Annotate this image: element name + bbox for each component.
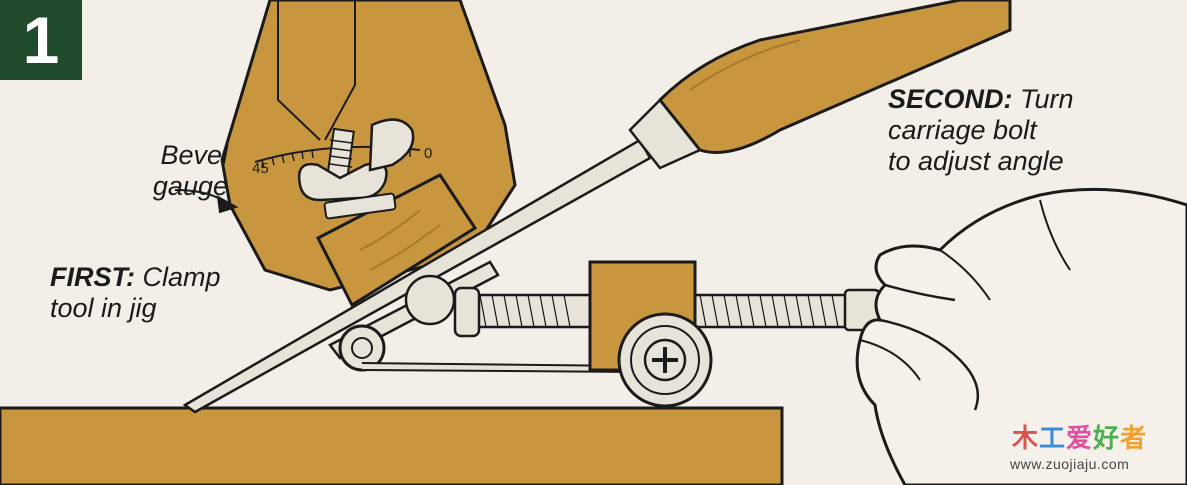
clamp-block [315, 173, 478, 308]
phillips-screw-icon [617, 312, 713, 408]
hand-icon [855, 187, 1187, 485]
chisel-handle [628, 0, 1012, 170]
second-step-line1: Turn [1020, 84, 1074, 114]
bevel-gauge-label-line1: Bevel [160, 140, 228, 170]
carriage-bolt [325, 127, 355, 188]
chisel-blade [182, 138, 652, 414]
wing-nut-icon [297, 118, 415, 220]
jig-plate [328, 260, 641, 374]
watermark-url: www.zuojiaju.com [1010, 456, 1130, 472]
gauge-scale-0: 0 [424, 145, 433, 162]
watermark-char: 木 [1012, 424, 1040, 454]
leader-lines [174, 189, 239, 214]
workbench [0, 406, 784, 485]
bevel-gauge-label: Bevel gauge [88, 140, 228, 202]
first-step-line1: Clamp [142, 262, 221, 292]
second-step-label: SECOND: Turn carriage bolt to adjust ang… [888, 84, 1148, 177]
step-number-badge: 1 [0, 0, 82, 80]
first-step-line2: tool in jig [50, 293, 157, 323]
first-step-heading: FIRST: [50, 262, 135, 292]
watermark-char: 爱 [1066, 424, 1094, 454]
first-step-label: FIRST: Clamp tool in jig [50, 262, 290, 324]
watermark-logo: 木工爱好者 [1012, 418, 1147, 455]
second-step-line2: carriage bolt [888, 115, 1037, 145]
watermark-char: 者 [1120, 424, 1148, 454]
gauge-scale-45: 45 [252, 160, 269, 177]
watermark-char: 好 [1093, 424, 1121, 454]
watermark-char: 工 [1039, 424, 1067, 454]
bevel-gauge-label-line2: gauge [152, 171, 228, 201]
second-step-line3: to adjust angle [888, 146, 1064, 176]
second-step-heading: SECOND: [888, 84, 1013, 114]
